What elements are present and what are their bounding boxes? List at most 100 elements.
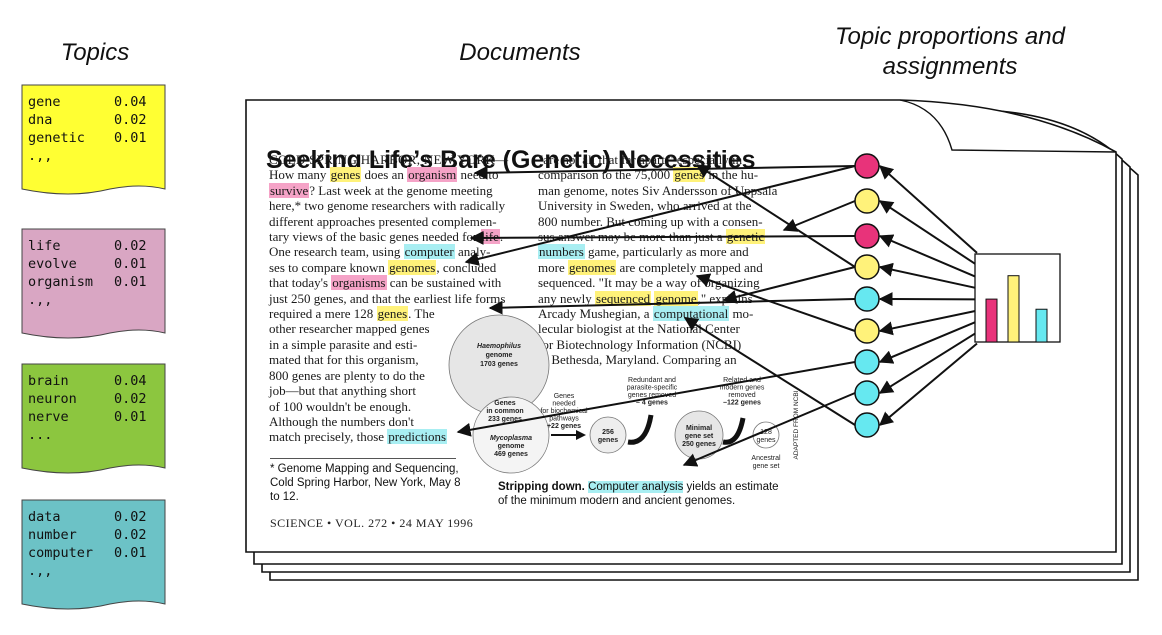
- highlighted-word: numbers: [538, 244, 585, 260]
- haemophilus-label-2: genome: [486, 352, 513, 359]
- text-line: job—but that anything short: [269, 383, 519, 398]
- biochem-line: pathways: [549, 416, 579, 423]
- topic-probability: 0.01: [114, 274, 147, 290]
- text-span: can be sustained with: [386, 275, 502, 291]
- topic-assignment-node: [854, 286, 880, 312]
- text-line: required a mere 128 genes. The: [269, 306, 519, 322]
- topic-assignment-node: [854, 318, 880, 344]
- proportion-arrow: [878, 262, 978, 290]
- g128-label: 128: [760, 429, 772, 436]
- topic-assignment-node: [854, 380, 880, 406]
- proportion-arrow: [878, 309, 978, 336]
- mycoplasma-label: Mycoplasma: [490, 435, 532, 442]
- text-line: in Bethesda, Maryland. Comparing an: [538, 352, 798, 367]
- highlighted-word: genomes: [567, 259, 617, 275]
- proportion-arrow: [878, 200, 978, 266]
- highlighted-word: genome: [654, 290, 698, 306]
- biochem-line: +22 genes: [547, 423, 581, 430]
- topic-word: evolve: [28, 256, 77, 272]
- text-line: more genomes are completely mapped and: [538, 259, 798, 275]
- highlighted-word: genomes: [388, 259, 437, 275]
- text-span: different approaches presented complemen…: [269, 213, 497, 229]
- ancestral-label-2: gene set: [753, 463, 780, 470]
- topic-word: ...: [28, 427, 53, 443]
- topic-assignment-node: [854, 153, 880, 179]
- word-assignment-arrow: [682, 392, 856, 467]
- text-span: mo-: [729, 306, 754, 322]
- text-line: in a simple parasite and esti-: [269, 337, 519, 352]
- topic-shape-2: [21, 228, 166, 339]
- related-line: modern genes: [720, 385, 765, 392]
- caption-rest: yields an estimate of the minimum modern…: [498, 481, 779, 507]
- g256-label: 256: [602, 429, 614, 436]
- text-span: University in Sweden, who arrived at the: [538, 198, 752, 214]
- topic-assignment-node: [854, 188, 880, 214]
- topic-shape-4: [21, 499, 166, 610]
- text-line: that today's organisms can be sustained …: [269, 275, 519, 291]
- topic-probability: 0.04: [114, 94, 147, 110]
- text-span: game, particularly as more and: [584, 244, 749, 260]
- redundant-line: parasite-specific: [627, 385, 678, 392]
- text-line: University in Sweden, who arrived at the: [538, 198, 798, 213]
- text-span: does an: [361, 167, 408, 183]
- proportion-arrow: [878, 331, 978, 394]
- text-line: tary views of the basic genes needed for…: [269, 229, 519, 245]
- topic-word: brain: [28, 373, 69, 389]
- haemophilus-label-3: 1703 genes: [480, 361, 518, 368]
- text-span: man genome, notes Siv Andersson of Uppsa…: [538, 182, 778, 198]
- word-assignment-arrow: [722, 266, 856, 304]
- topic-probability: 0.02: [114, 509, 147, 525]
- mycoplasma-circle: [472, 396, 550, 474]
- topic-row: data 0.02: [28, 508, 159, 526]
- word-assignment-arrow: [695, 273, 856, 332]
- highlighted-word: organism: [407, 167, 458, 183]
- footnote: * Genome Mapping and Sequencing, Cold Sp…: [270, 463, 461, 503]
- text-span: in Bethesda, Maryland. Comparing an: [538, 352, 737, 368]
- arrow-3: [722, 417, 746, 445]
- word-assignment-arrow: [469, 230, 856, 245]
- highlighted-word: life: [480, 229, 500, 245]
- topic-probability: 0.01: [114, 130, 147, 146]
- topic-word: .,,: [28, 148, 53, 164]
- related-line: –122 genes: [723, 400, 761, 407]
- topic-word: computer: [28, 545, 94, 561]
- histogram-bar: [985, 298, 998, 343]
- word-assignment-arrow: [456, 361, 856, 437]
- text-span: "are not all that far apart," especially…: [538, 152, 743, 167]
- text-line: numbers game, particularly as more and: [538, 244, 798, 260]
- minimal-label: Minimal: [686, 425, 712, 432]
- arrow-2: [627, 414, 654, 445]
- page-fold: [899, 99, 1117, 153]
- text-span: in a simple parasite and esti-: [269, 336, 418, 352]
- text-line: mated that for this organism,: [269, 352, 519, 367]
- text-line: survive? Last week at the genome meeting: [269, 182, 519, 198]
- word-assignment-arrow: [464, 165, 856, 266]
- text-span: How many: [269, 167, 330, 183]
- text-line: man genome, notes Siv Andersson of Uppsa…: [538, 183, 798, 198]
- topic-row: evolve 0.01: [28, 255, 159, 273]
- word-assignment-arrow: [473, 165, 856, 180]
- topic-probability: 0.01: [114, 256, 147, 272]
- redundant-line: genes removed: [628, 392, 676, 399]
- topic-probability: 0.02: [114, 527, 147, 543]
- text-span: ses to compare known: [269, 259, 389, 275]
- redundant-line: Redundant and: [628, 377, 676, 384]
- related-line: removed: [728, 392, 755, 399]
- topic-word: nerve: [28, 409, 69, 425]
- proportion-arrow: [878, 320, 978, 364]
- topic-word: organism: [28, 274, 94, 290]
- left-column: COLD SPRING HARBOR, NEW YORK—How many ge…: [269, 152, 519, 445]
- topic-row: ...: [28, 426, 159, 444]
- topic-word: data: [28, 509, 61, 525]
- text-span: Arcady Mushegian, a: [538, 306, 653, 322]
- g128-label-2: genes: [756, 437, 776, 444]
- text-span: . The: [408, 306, 435, 322]
- topic-probability: 0.04: [114, 373, 147, 389]
